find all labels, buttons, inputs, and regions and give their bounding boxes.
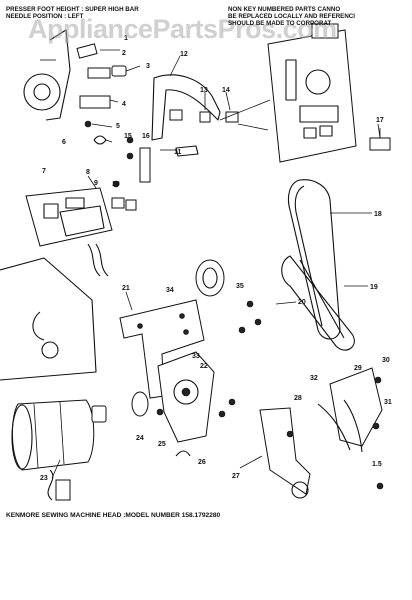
pulley-assembly xyxy=(195,255,355,351)
label-11: 11 xyxy=(174,149,182,156)
label-34: 34 xyxy=(166,287,174,294)
label-30: 30 xyxy=(382,357,390,364)
label-31: 31 xyxy=(384,399,392,406)
label-24: 24 xyxy=(136,435,144,442)
left-panel-assembly xyxy=(0,257,97,381)
label-29: 29 xyxy=(354,365,362,372)
label-32: 32 xyxy=(310,375,318,382)
belt-part-18 xyxy=(287,179,341,340)
watermark: AppliancePartsPros.com xyxy=(28,14,337,44)
label-3: 3 xyxy=(146,63,150,70)
label-23: 23 xyxy=(40,475,48,482)
label-18: 18 xyxy=(374,211,382,218)
top-left-cluster xyxy=(23,29,141,145)
label-19: 19 xyxy=(370,284,378,291)
label-1-5: 1.5 xyxy=(372,461,382,468)
label-15: 15 xyxy=(124,133,132,140)
label-21: 21 xyxy=(122,285,130,292)
label-35: 35 xyxy=(236,283,244,290)
label-2: 2 xyxy=(122,50,126,57)
note-line: NEEDLE POSITION : LEFT xyxy=(6,13,84,20)
callout-leaders xyxy=(51,55,381,479)
motor-part-23 xyxy=(11,399,107,501)
label-14: 14 xyxy=(222,87,230,94)
note-line: NON KEY NUMBERED PARTS CANNO xyxy=(228,6,341,13)
label-7: 7 xyxy=(42,168,46,175)
drive-assembly xyxy=(131,351,236,457)
circuit-board-part-7 xyxy=(25,180,137,277)
label-4: 4 xyxy=(122,101,126,108)
note-line: SHOULD BE MADE TO CORPORAT xyxy=(228,20,332,27)
foot-lever-assembly xyxy=(259,367,384,499)
label-8: 8 xyxy=(86,169,90,176)
label-26: 26 xyxy=(198,459,206,466)
label-12: 12 xyxy=(180,51,188,58)
label-5: 5 xyxy=(116,123,120,130)
label-17: 17 xyxy=(376,117,384,124)
label-20: 20 xyxy=(298,299,306,306)
label-6: 6 xyxy=(62,139,66,146)
upper-middle-parts xyxy=(126,74,271,183)
part-number-labels: 1 2 3 4 5 6 7 8 9 10 11 12 13 14 15 16 1… xyxy=(40,35,392,482)
note-line: PRESSER FOOT HEIGHT : SUPER HIGH BAR xyxy=(6,6,139,13)
note-line: BE REPLACED LOCALLY AND REFERENCI xyxy=(228,13,355,20)
label-27: 27 xyxy=(232,473,240,480)
label-9: 9 xyxy=(94,180,98,187)
label-22: 22 xyxy=(200,363,208,370)
label-33: 33 xyxy=(192,353,200,360)
label-25: 25 xyxy=(158,441,166,448)
label-1: 1 xyxy=(124,35,128,42)
control-board-cluster xyxy=(267,23,391,163)
label-13: 13 xyxy=(200,87,208,94)
label-16: 16 xyxy=(142,133,150,140)
label-10: 10 xyxy=(112,181,120,188)
label-28: 28 xyxy=(294,395,302,402)
model-caption: KENMORE SEWING MACHINE HEAD :MODEL NUMBE… xyxy=(6,512,221,519)
presser-foot-note: PRESSER FOOT HEIGHT : SUPER HIGH BAR NEE… xyxy=(6,6,139,20)
non-key-parts-note: NON KEY NUMBERED PARTS CANNO BE REPLACED… xyxy=(228,6,355,27)
